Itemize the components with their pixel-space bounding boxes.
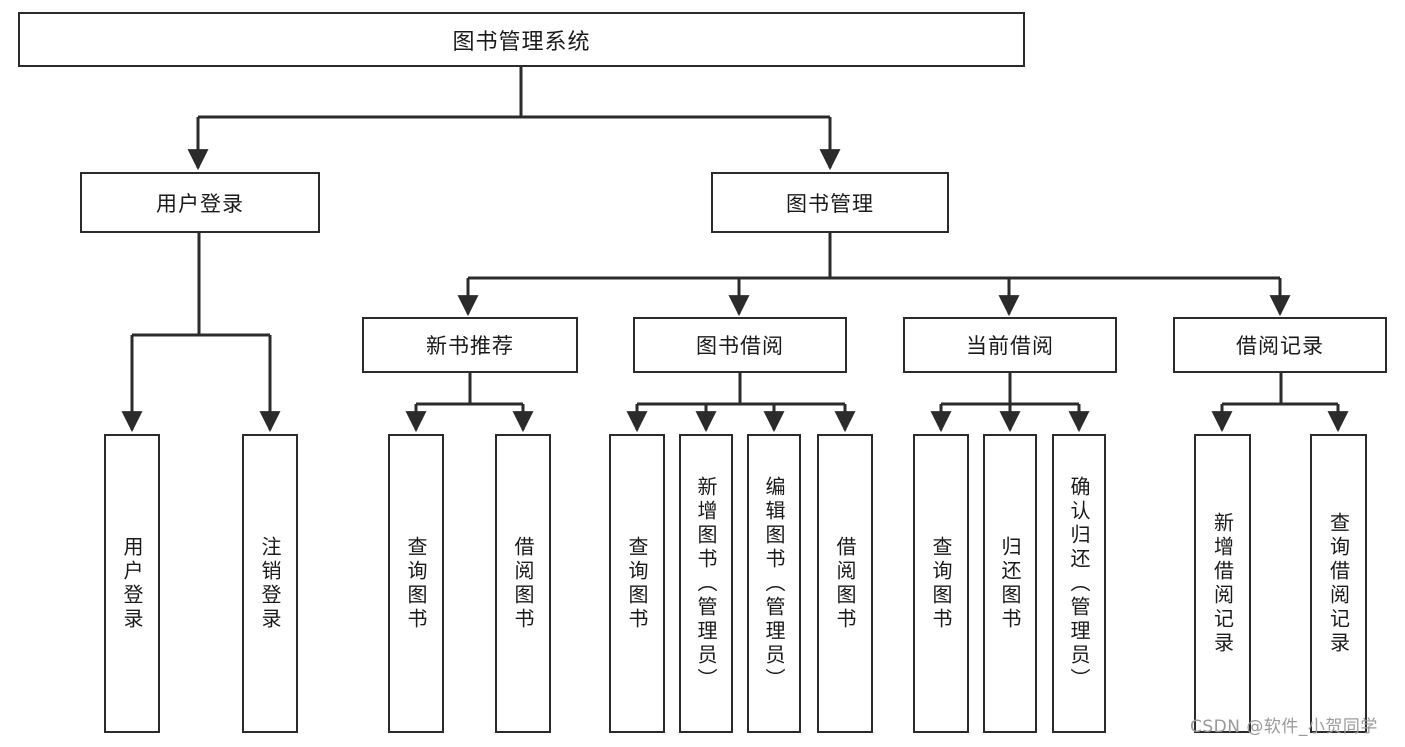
- node-label: 借阅图书: [833, 535, 857, 632]
- node-label: 用户登录: [120, 535, 144, 632]
- node-borrowing-records[interactable]: 借阅记录: [1173, 317, 1387, 373]
- node-label: 新增图书（管理员）: [694, 475, 718, 692]
- node-label: 注销登录: [258, 535, 282, 632]
- node-label: 用户登录: [156, 191, 244, 216]
- node-label: 查询图书: [625, 535, 649, 632]
- leaf-current-return-books[interactable]: 归还图书: [983, 434, 1037, 733]
- leaf-borrow-query-books[interactable]: 查询图书: [609, 434, 665, 733]
- node-label: 归还图书: [998, 535, 1022, 632]
- leaf-user-login-logout[interactable]: 注销登录: [242, 434, 298, 733]
- leaf-user-login-login[interactable]: 用户登录: [104, 434, 160, 733]
- leaf-borrow-edit-book-admin[interactable]: 编辑图书（管理员）: [747, 434, 801, 733]
- node-book-borrowing[interactable]: 图书借阅: [633, 317, 847, 373]
- node-book-management[interactable]: 图书管理: [711, 172, 949, 233]
- node-label: 借阅记录: [1236, 334, 1324, 358]
- node-label: 借阅图书: [511, 535, 535, 632]
- node-label: 新增借阅记录: [1210, 511, 1235, 656]
- node-label: 查询图书: [929, 535, 953, 632]
- node-new-book-recommendation[interactable]: 新书推荐: [362, 317, 578, 373]
- leaf-borrow-add-book-admin[interactable]: 新增图书（管理员）: [679, 434, 733, 733]
- node-label: 当前借阅: [966, 334, 1054, 358]
- node-label: 新书推荐: [426, 334, 514, 358]
- leaf-records-query-record[interactable]: 查询借阅记录: [1310, 434, 1367, 733]
- leaf-records-add-record[interactable]: 新增借阅记录: [1194, 434, 1251, 733]
- node-current-borrowing[interactable]: 当前借阅: [903, 317, 1117, 373]
- leaf-current-confirm-return-admin[interactable]: 确认归还（管理员）: [1052, 434, 1106, 733]
- node-root-book-management-system[interactable]: 图书管理系统: [18, 12, 1025, 67]
- node-label: 查询借阅记录: [1326, 511, 1351, 656]
- node-label: 查询图书: [404, 535, 428, 632]
- node-label: 图书借阅: [696, 334, 784, 358]
- node-label: 图书管理系统: [452, 29, 591, 55]
- leaf-borrow-borrow-books[interactable]: 借阅图书: [817, 434, 873, 733]
- node-label: 图书管理: [786, 191, 874, 216]
- leaf-new-book-borrow-books[interactable]: 借阅图书: [495, 434, 551, 733]
- leaf-current-query-books[interactable]: 查询图书: [913, 434, 969, 733]
- watermark: CSDN @软件_小贺同学: [1190, 717, 1378, 737]
- node-user-login[interactable]: 用户登录: [80, 172, 320, 233]
- node-label: 确认归还（管理员）: [1067, 475, 1091, 692]
- leaf-new-book-query-books[interactable]: 查询图书: [388, 434, 444, 733]
- node-label: 编辑图书（管理员）: [762, 475, 786, 692]
